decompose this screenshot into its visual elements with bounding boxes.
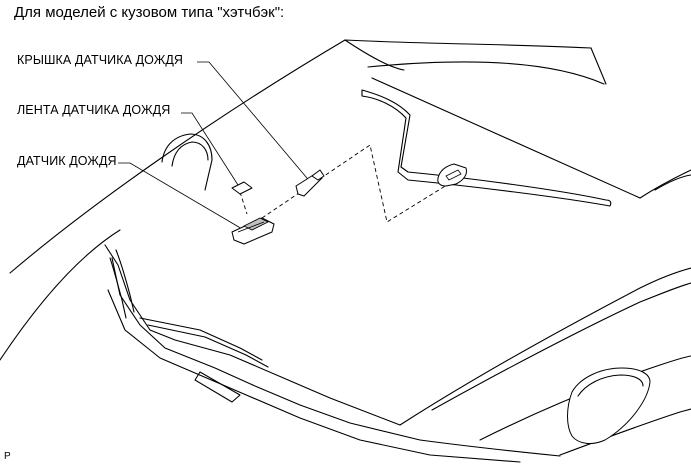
bracket-slot	[445, 169, 462, 181]
roof-outline	[9, 39, 691, 274]
cowl-line-1	[0, 229, 121, 361]
page-heading: Для моделей с кузовом типа "хэтчбэк":	[14, 4, 285, 21]
roof-right-edge	[590, 47, 607, 85]
figure-code: P	[4, 451, 11, 462]
guide-main	[261, 144, 456, 223]
callout-rain-sensor-tape: ЛЕНТА ДАТЧИКА ДОЖДЯ	[17, 103, 171, 117]
wiper-blade-2	[115, 249, 135, 313]
hood-outline	[399, 267, 691, 456]
wiper-arm-1	[139, 317, 263, 361]
a-pillar-right-lower	[654, 174, 691, 191]
frit-outline	[361, 89, 612, 207]
leader-lines	[118, 61, 313, 234]
assembly-guides	[239, 144, 456, 223]
guide-tape	[239, 191, 248, 215]
sensor-cover-top	[311, 169, 325, 181]
a-pillar-right	[639, 169, 691, 199]
door-mirror	[567, 367, 651, 444]
leader-cover	[197, 61, 313, 185]
cowl-vent	[194, 371, 241, 403]
leader-sensor	[118, 162, 250, 234]
rain-sensor-tape	[231, 181, 253, 195]
left-pillar-area	[161, 133, 213, 191]
hood-edge-inner	[431, 282, 691, 411]
mirror-glass-edge	[577, 374, 644, 397]
dashboard-outline	[0, 229, 561, 463]
wiper-blade	[109, 257, 127, 319]
roof-inner-line	[371, 77, 641, 199]
sensor-detail	[237, 221, 265, 233]
roof-front-line	[367, 61, 605, 85]
rain-sensor-cover	[295, 169, 325, 197]
cowl-line-4	[107, 289, 521, 463]
hood-edge	[399, 267, 691, 426]
rain-sensor	[231, 217, 275, 245]
bracket-body	[437, 163, 467, 187]
left-pillar-inner	[171, 141, 209, 167]
roof-edge-outer	[344, 39, 405, 71]
callout-rain-sensor: ДАТЧИК ДОЖДЯ	[17, 154, 117, 168]
sensor-frit-area	[361, 89, 612, 207]
left-pillar-piece	[161, 133, 213, 191]
sensor-bracket	[437, 163, 467, 187]
wiper-arm-2	[147, 324, 269, 368]
cowl-line-2	[104, 244, 401, 426]
leader-tape	[181, 112, 239, 186]
cowl-line-3	[111, 257, 421, 441]
dash-top-right	[419, 439, 561, 457]
mirror-housing	[567, 367, 651, 444]
sensor-tape-shape	[231, 181, 253, 195]
callout-rain-sensor-cover: КРЫШКА ДАТЧИКА ДОЖДЯ	[17, 53, 184, 67]
windshield-top-edge	[9, 39, 592, 274]
fender-line-2	[559, 408, 691, 456]
